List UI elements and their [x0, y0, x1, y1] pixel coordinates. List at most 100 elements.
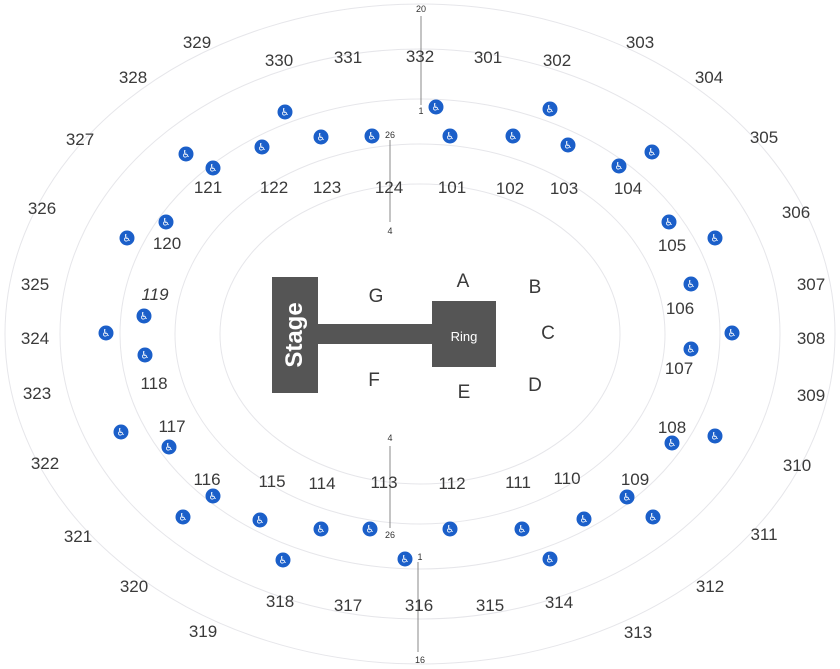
section-115[interactable]: 115 — [258, 472, 285, 491]
section-304[interactable]: 304 — [695, 68, 723, 87]
wheelchair-icon[interactable]: ♿ — [514, 521, 530, 537]
wheelchair-icon[interactable]: ♿ — [362, 521, 378, 537]
section-319[interactable]: 319 — [189, 622, 217, 641]
section-107[interactable]: 107 — [665, 359, 693, 378]
section-104[interactable]: 104 — [614, 179, 642, 198]
section-102[interactable]: 102 — [496, 179, 524, 198]
section-313[interactable]: 313 — [624, 623, 652, 642]
floor-section-c[interactable]: C — [541, 323, 555, 344]
section-118[interactable]: 118 — [140, 374, 167, 393]
section-123[interactable]: 123 — [313, 178, 341, 197]
section-328[interactable]: 328 — [119, 68, 147, 87]
section-119[interactable]: 119 — [141, 285, 169, 304]
section-317[interactable]: 317 — [334, 596, 362, 615]
section-120[interactable]: 120 — [153, 234, 181, 253]
section-101[interactable]: 101 — [438, 178, 466, 197]
section-325[interactable]: 325 — [21, 275, 49, 294]
section-320[interactable]: 320 — [120, 577, 148, 596]
section-324[interactable]: 324 — [21, 329, 49, 348]
wheelchair-icon[interactable]: ♿ — [254, 139, 270, 155]
wheelchair-icon[interactable]: ♿ — [560, 137, 576, 153]
section-330[interactable]: 330 — [265, 51, 293, 70]
wheelchair-icon[interactable]: ♿ — [442, 128, 458, 144]
section-323[interactable]: 323 — [23, 384, 51, 403]
section-113[interactable]: 113 — [370, 473, 397, 492]
wheelchair-icon[interactable]: ♿ — [505, 128, 521, 144]
floor-section-f[interactable]: F — [368, 370, 380, 391]
wheelchair-icon[interactable]: ♿ — [161, 439, 177, 455]
section-326[interactable]: 326 — [28, 199, 56, 218]
section-311[interactable]: 311 — [750, 525, 777, 544]
section-303[interactable]: 303 — [626, 33, 654, 52]
section-305[interactable]: 305 — [750, 128, 778, 147]
section-114[interactable]: 114 — [308, 474, 335, 493]
section-321[interactable]: 321 — [64, 527, 92, 546]
wheelchair-icon[interactable]: ♿ — [397, 551, 413, 567]
section-312[interactable]: 312 — [696, 577, 724, 596]
section-332[interactable]: 332 — [406, 47, 434, 66]
section-124[interactable]: 124 — [375, 178, 403, 197]
floor-section-g[interactable]: G — [369, 286, 384, 307]
wheelchair-icon[interactable]: ♿ — [644, 144, 660, 160]
wheelchair-icon[interactable]: ♿ — [724, 325, 740, 341]
wheelchair-icon[interactable]: ♿ — [313, 521, 329, 537]
section-116[interactable]: 116 — [193, 470, 220, 489]
section-302[interactable]: 302 — [543, 51, 571, 70]
section-310[interactable]: 310 — [783, 456, 811, 475]
wheelchair-icon[interactable]: ♿ — [542, 101, 558, 117]
section-322[interactable]: 322 — [31, 454, 59, 473]
wheelchair-icon[interactable]: ♿ — [683, 341, 699, 357]
section-110[interactable]: 110 — [553, 469, 580, 488]
wheelchair-icon[interactable]: ♿ — [136, 308, 152, 324]
wheelchair-icon[interactable]: ♿ — [364, 128, 380, 144]
section-316[interactable]: 316 — [405, 596, 433, 615]
wheelchair-icon[interactable]: ♿ — [252, 512, 268, 528]
ring[interactable] — [432, 301, 496, 367]
wheelchair-icon[interactable]: ♿ — [158, 214, 174, 230]
wheelchair-icon[interactable]: ♿ — [275, 552, 291, 568]
section-307[interactable]: 307 — [797, 275, 825, 294]
floor-section-b[interactable]: B — [529, 277, 542, 298]
wheelchair-icon[interactable]: ♿ — [707, 428, 723, 444]
wheelchair-icon[interactable]: ♿ — [205, 488, 221, 504]
section-106[interactable]: 106 — [666, 299, 694, 318]
wheelchair-icon[interactable]: ♿ — [428, 99, 444, 115]
wheelchair-icon[interactable]: ♿ — [119, 230, 135, 246]
wheelchair-icon[interactable]: ♿ — [611, 158, 627, 174]
wheelchair-icon[interactable]: ♿ — [707, 230, 723, 246]
section-308[interactable]: 308 — [797, 329, 825, 348]
wheelchair-icon[interactable]: ♿ — [683, 276, 699, 292]
section-122[interactable]: 122 — [260, 178, 288, 197]
section-109[interactable]: 109 — [621, 470, 649, 489]
section-112[interactable]: 112 — [438, 474, 465, 493]
section-108[interactable]: 108 — [658, 418, 686, 437]
wheelchair-icon[interactable]: ♿ — [175, 509, 191, 525]
wheelchair-icon[interactable]: ♿ — [98, 325, 114, 341]
wheelchair-icon[interactable]: ♿ — [542, 551, 558, 567]
section-314[interactable]: 314 — [545, 593, 573, 612]
section-103[interactable]: 103 — [550, 179, 578, 198]
wheelchair-icon[interactable]: ♿ — [661, 214, 677, 230]
floor-section-a[interactable]: A — [457, 271, 470, 292]
floor-section-e[interactable]: E — [458, 382, 471, 403]
section-117[interactable]: 117 — [158, 417, 185, 436]
floor-section-d[interactable]: D — [528, 375, 542, 396]
section-111[interactable]: 111 — [505, 473, 531, 492]
section-329[interactable]: 329 — [183, 33, 211, 52]
section-105[interactable]: 105 — [658, 236, 686, 255]
wheelchair-icon[interactable]: ♿ — [619, 489, 635, 505]
wheelchair-icon[interactable]: ♿ — [442, 521, 458, 537]
stage[interactable] — [272, 277, 318, 393]
section-315[interactable]: 315 — [476, 596, 504, 615]
section-331[interactable]: 331 — [334, 48, 362, 67]
section-309[interactable]: 309 — [797, 386, 825, 405]
section-327[interactable]: 327 — [66, 130, 94, 149]
wheelchair-icon[interactable]: ♿ — [664, 435, 680, 451]
wheelchair-icon[interactable]: ♿ — [645, 509, 661, 525]
wheelchair-icon[interactable]: ♿ — [113, 424, 129, 440]
wheelchair-icon[interactable]: ♿ — [205, 160, 221, 176]
wheelchair-icon[interactable]: ♿ — [137, 347, 153, 363]
section-318[interactable]: 318 — [266, 592, 294, 611]
wheelchair-icon[interactable]: ♿ — [313, 129, 329, 145]
wheelchair-icon[interactable]: ♿ — [576, 511, 592, 527]
